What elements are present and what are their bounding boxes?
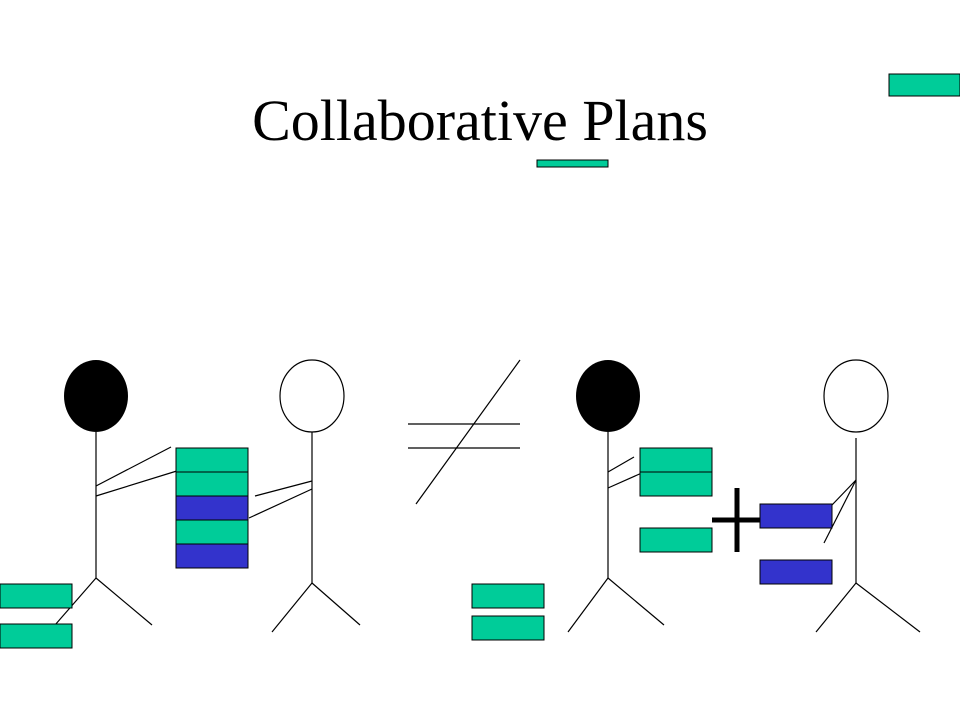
- head-filled: [64, 360, 128, 432]
- stick-figure-right-hollow: [815, 359, 921, 633]
- slide-title: Collaborative Plans: [252, 88, 708, 153]
- plan-block-teal: [175, 447, 249, 473]
- individual-plan-block-blue: [759, 503, 833, 529]
- not-equal-icon: [408, 359, 521, 505]
- head-hollow: [823, 359, 889, 433]
- stick-figure-right-filled: [567, 360, 665, 633]
- individual-plan-block-teal: [639, 471, 713, 497]
- loose-teal-block: [471, 615, 545, 641]
- title-underline-teal-block: [536, 159, 609, 168]
- head-filled: [576, 360, 640, 432]
- individual-plan-block-teal: [639, 447, 713, 473]
- shared-plan-stack: [175, 447, 249, 569]
- plus-icon: [712, 488, 762, 552]
- corner-teal-block: [888, 73, 960, 97]
- loose-teal-block: [0, 583, 73, 609]
- loose-teal-block: [471, 583, 545, 609]
- loose-teal-block: [0, 623, 73, 649]
- plan-block-blue: [175, 543, 249, 569]
- individual-plan-block-teal: [639, 527, 713, 553]
- plan-block-blue: [175, 495, 249, 521]
- individual-plan-block-blue: [759, 559, 833, 585]
- head-hollow: [279, 359, 345, 433]
- plan-block-teal: [175, 471, 249, 497]
- plan-block-teal: [175, 519, 249, 545]
- stick-figure-left-filled: [54, 360, 181, 626]
- stick-figure-left-hollow: [248, 359, 361, 633]
